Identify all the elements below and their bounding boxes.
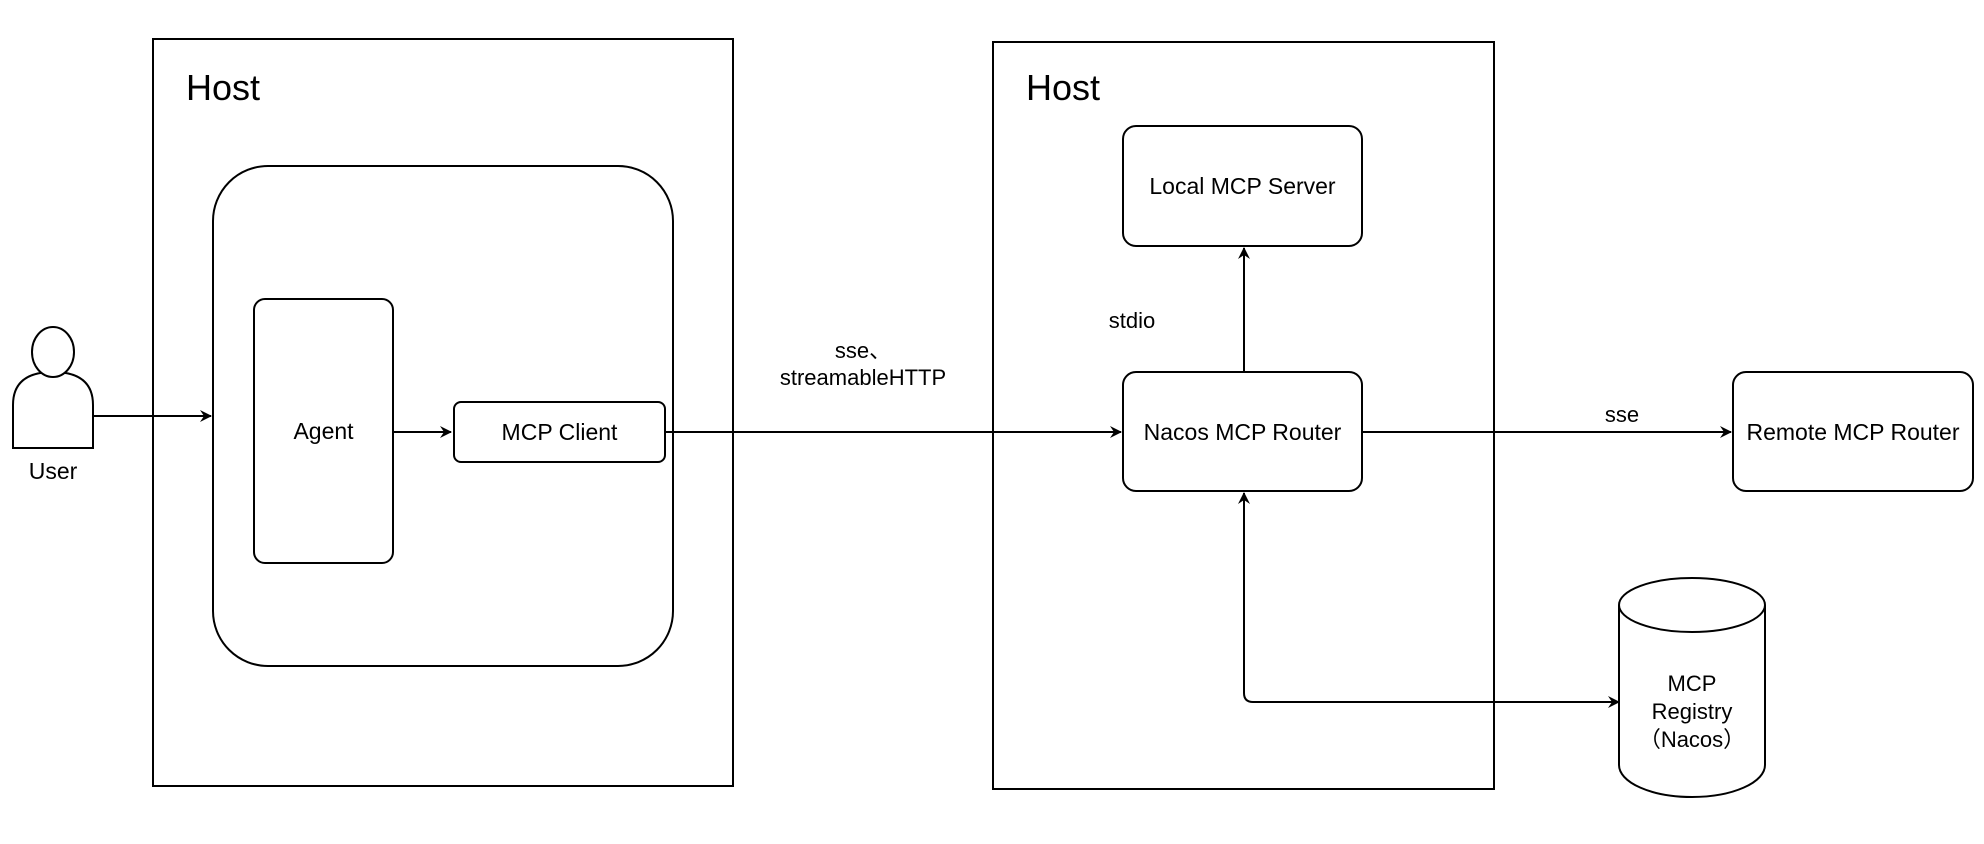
host-title-left: Host [186,67,261,108]
edge-label-client-router-line-2: streamableHTTP [779,365,947,390]
agent-container [212,165,674,667]
edge-router-registry [1238,492,1620,708]
registry-cylinder [1618,577,1766,798]
host-container-left [152,38,734,787]
remote-mcp-router-node: Remote MCP Router [1732,371,1974,492]
local-mcp-server-node: Local MCP Server [1122,125,1363,247]
registry-label-line-3: （Nacos） [1638,727,1746,752]
user-icon [12,326,94,449]
agent-node: Agent [253,298,394,564]
user-label: User [28,458,78,484]
edge-label-client-router-line-1: sse、 [834,338,892,363]
registry-label-line-2: Registry [1651,699,1733,724]
host-title-right: Host [1026,67,1101,108]
host-container-right [992,41,1495,790]
registry-label: MCP Registry （Nacos） [1619,670,1765,754]
mcp-client-node: MCP Client [453,401,666,463]
registry-label-line-1: MCP [1667,671,1717,696]
edge-label-client-router: sse、 streamableHTTP [760,337,966,391]
edge-label-sse: sse [1604,402,1640,427]
nacos-mcp-router-node: Nacos MCP Router [1122,371,1363,492]
edge-label-stdio: stdio [1108,308,1156,333]
